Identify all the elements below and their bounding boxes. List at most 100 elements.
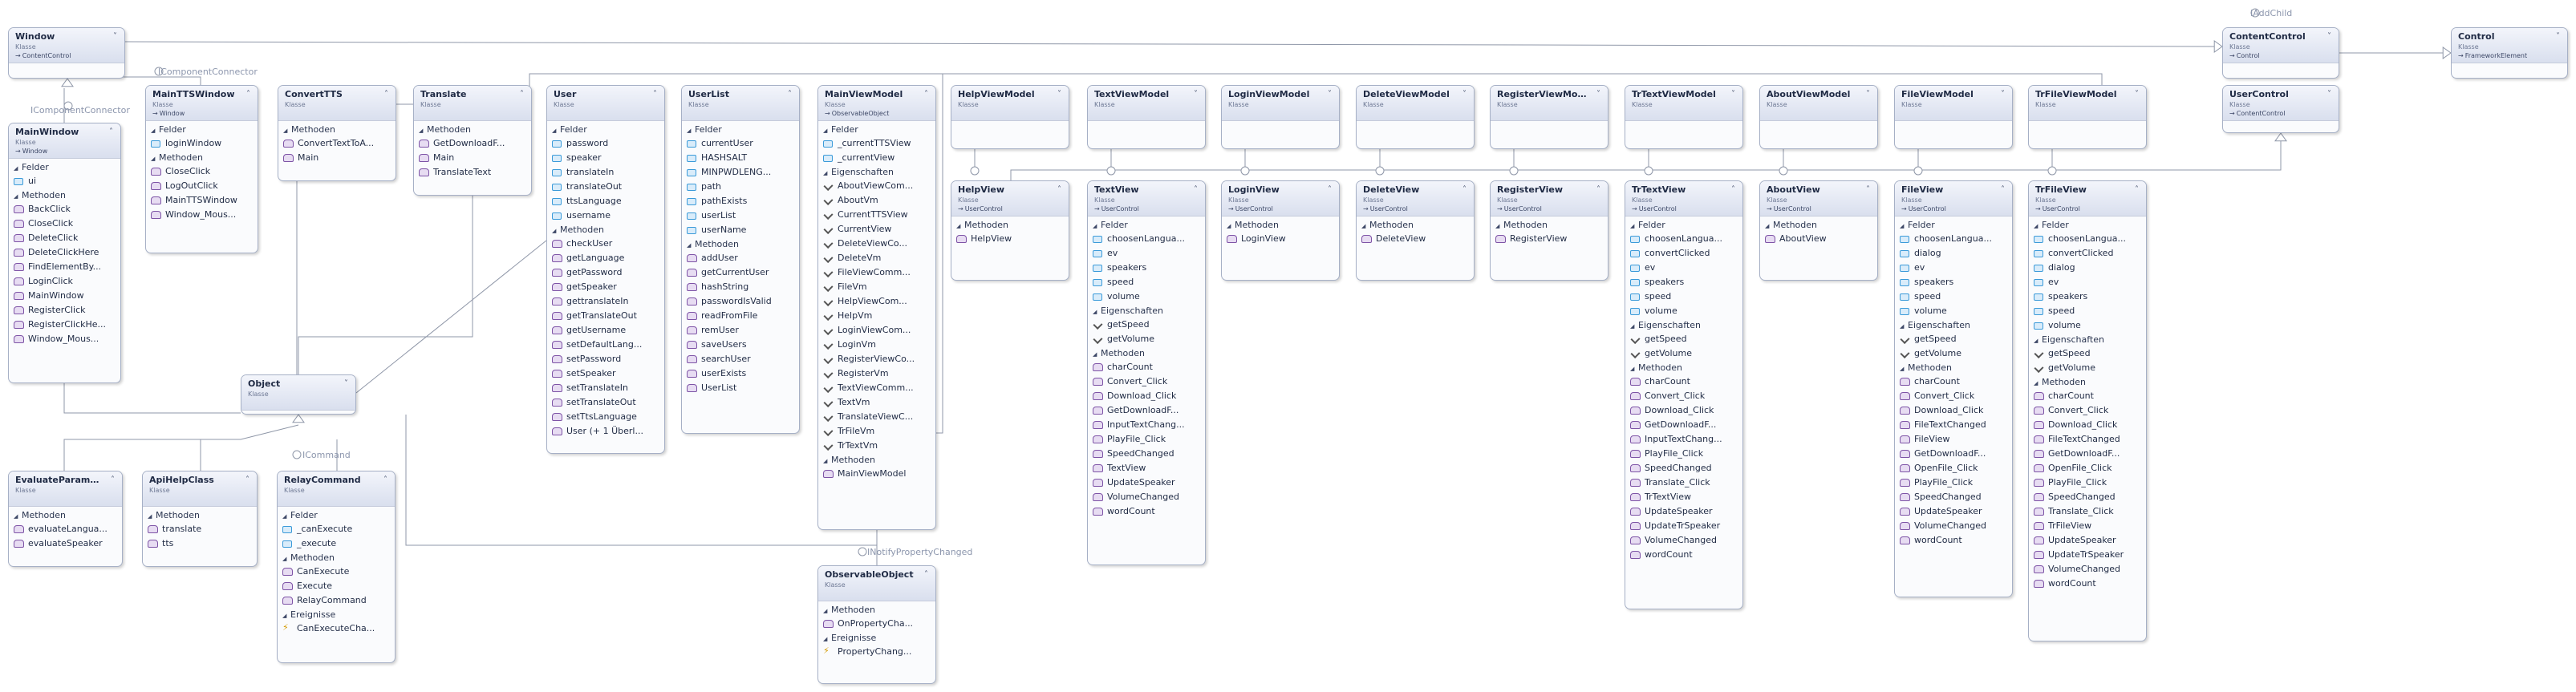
member-method[interactable]: remUser [682, 323, 799, 338]
member-field[interactable]: speed [1088, 275, 1205, 289]
member-method[interactable]: UpdateTrSpeaker [1625, 519, 1742, 533]
member-method[interactable]: SpeedChanged [1625, 461, 1742, 475]
member-field[interactable]: userName [682, 223, 799, 237]
section-header-methods[interactable]: ◢Methoden [547, 223, 664, 237]
member-method[interactable]: charCount [1088, 360, 1205, 374]
section-header-methods[interactable]: ◢Methoden [278, 551, 395, 565]
member-field[interactable]: speed [1895, 289, 2012, 304]
member-method[interactable]: UpdateSpeaker [2029, 533, 2146, 548]
collapse-toggle-icon[interactable]: ˄ [245, 475, 249, 484]
section-header-methods[interactable]: ◢Methoden [818, 453, 935, 467]
member-method[interactable]: ConvertTextToA... [278, 136, 396, 151]
member-method[interactable]: getLanguage [547, 251, 664, 265]
member-field[interactable]: translateIn [547, 165, 664, 180]
member-field[interactable]: dialog [1895, 246, 2012, 261]
section-header-fields[interactable]: ◢Felder [278, 508, 395, 522]
member-method[interactable]: Main [414, 151, 531, 165]
member-method[interactable]: RelayCommand [278, 593, 395, 608]
member-method[interactable]: checkUser [547, 237, 664, 251]
member-propertie[interactable]: FileVm [818, 280, 935, 294]
section-header-methods[interactable]: ◢Methoden [1491, 218, 1608, 232]
member-method[interactable]: LoginView [1222, 232, 1339, 246]
member-field[interactable]: username [547, 208, 664, 223]
member-propertie[interactable]: AboutVm [818, 193, 935, 208]
member-field[interactable]: speed [1625, 289, 1742, 304]
member-propertie[interactable]: getSpeed [1895, 332, 2012, 346]
member-field[interactable]: HASHSALT [682, 151, 799, 165]
collapse-toggle-icon[interactable]: ˅ [1866, 90, 1870, 99]
member-method[interactable]: CloseClick [9, 217, 120, 231]
member-method[interactable]: User (+ 1 Überl... [547, 424, 664, 439]
collapse-toggle-icon[interactable]: ˄ [924, 570, 928, 579]
section-header-properties[interactable]: ◢Eigenschaften [1625, 318, 1742, 332]
member-propertie[interactable]: TextViewComm... [818, 381, 935, 395]
collapse-toggle-icon[interactable]: ˄ [384, 90, 388, 99]
collapse-toggle-icon[interactable]: ˄ [109, 127, 113, 136]
section-header-methods[interactable]: ◢Methoden [2029, 375, 2146, 389]
collapse-toggle-icon[interactable]: ˅ [1596, 90, 1600, 99]
member-method[interactable]: UpdateSpeaker [1088, 475, 1205, 490]
collapse-toggle-icon[interactable]: ˅ [2001, 90, 2005, 99]
member-field[interactable]: ev [1895, 261, 2012, 275]
section-header-methods[interactable]: ◢Methoden [1088, 346, 1205, 360]
member-propertie[interactable]: AboutViewCom... [818, 179, 935, 193]
member-field[interactable]: convertClicked [2029, 246, 2146, 261]
member-method[interactable]: DeleteClick [9, 231, 120, 245]
member-method[interactable]: TrTextView [1625, 490, 1742, 504]
member-method[interactable]: tts [143, 536, 257, 551]
member-propertie[interactable]: TrFileVm [818, 424, 935, 439]
section-header-fields[interactable]: ◢Felder [9, 160, 120, 174]
member-propertie[interactable]: DeleteVm [818, 251, 935, 265]
member-method[interactable]: wordCount [1088, 504, 1205, 519]
member-method[interactable]: TranslateText [414, 165, 531, 180]
collapse-toggle-icon[interactable]: ˄ [1057, 185, 1061, 194]
member-method[interactable]: wordCount [2029, 577, 2146, 591]
member-field[interactable]: speakers [1088, 261, 1205, 275]
member-method[interactable]: Download_Click [1895, 403, 2012, 418]
member-method[interactable]: evaluateSpeaker [9, 536, 122, 551]
member-method[interactable]: Translate_Click [2029, 504, 2146, 519]
collapse-toggle-icon[interactable]: ˅ [2327, 90, 2331, 99]
member-field[interactable]: pathExists [682, 194, 799, 208]
member-method[interactable]: GetDownloadF... [1895, 447, 2012, 461]
member-method[interactable]: VolumeChanged [1895, 519, 2012, 533]
member-method[interactable]: Translate_Click [1625, 475, 1742, 490]
member-method[interactable]: CloseClick [146, 164, 258, 179]
member-propertie[interactable]: TextVm [818, 395, 935, 410]
member-propertie[interactable]: FileViewComm... [818, 265, 935, 280]
member-method[interactable]: VolumeChanged [1088, 490, 1205, 504]
member-method[interactable]: readFromFile [682, 309, 799, 323]
member-method[interactable]: OpenFile_Click [2029, 461, 2146, 475]
section-header-properties[interactable]: ◢Eigenschaften [818, 165, 935, 179]
section-header-methods[interactable]: ◢Methoden [146, 151, 258, 164]
section-header-methods[interactable]: ◢Methoden [9, 508, 122, 522]
member-method[interactable]: FileTextChanged [2029, 432, 2146, 447]
member-method[interactable]: Convert_Click [1895, 389, 2012, 403]
member-field[interactable]: _canExecute [278, 522, 395, 536]
member-propertie[interactable]: HelpViewCom... [818, 294, 935, 309]
member-field[interactable]: translateOut [547, 180, 664, 194]
member-method[interactable]: HelpView [951, 232, 1069, 246]
collapse-toggle-icon[interactable]: ˄ [111, 475, 115, 484]
member-propertie[interactable]: HelpVm [818, 309, 935, 323]
member-method[interactable]: TextView [1088, 461, 1205, 475]
member-propertie[interactable]: LoginViewCom... [818, 323, 935, 338]
member-field[interactable]: choosenLangua... [1625, 232, 1742, 246]
member-field[interactable]: loginWindow [146, 136, 258, 151]
collapse-toggle-icon[interactable]: ˅ [113, 32, 117, 41]
member-propertie[interactable]: getSpeed [1625, 332, 1742, 346]
section-header-fields[interactable]: ◢Felder [1625, 218, 1742, 232]
member-field[interactable]: choosenLangua... [1088, 232, 1205, 246]
member-field[interactable]: userList [682, 208, 799, 223]
section-header-methods[interactable]: ◢Methoden [1222, 218, 1339, 232]
